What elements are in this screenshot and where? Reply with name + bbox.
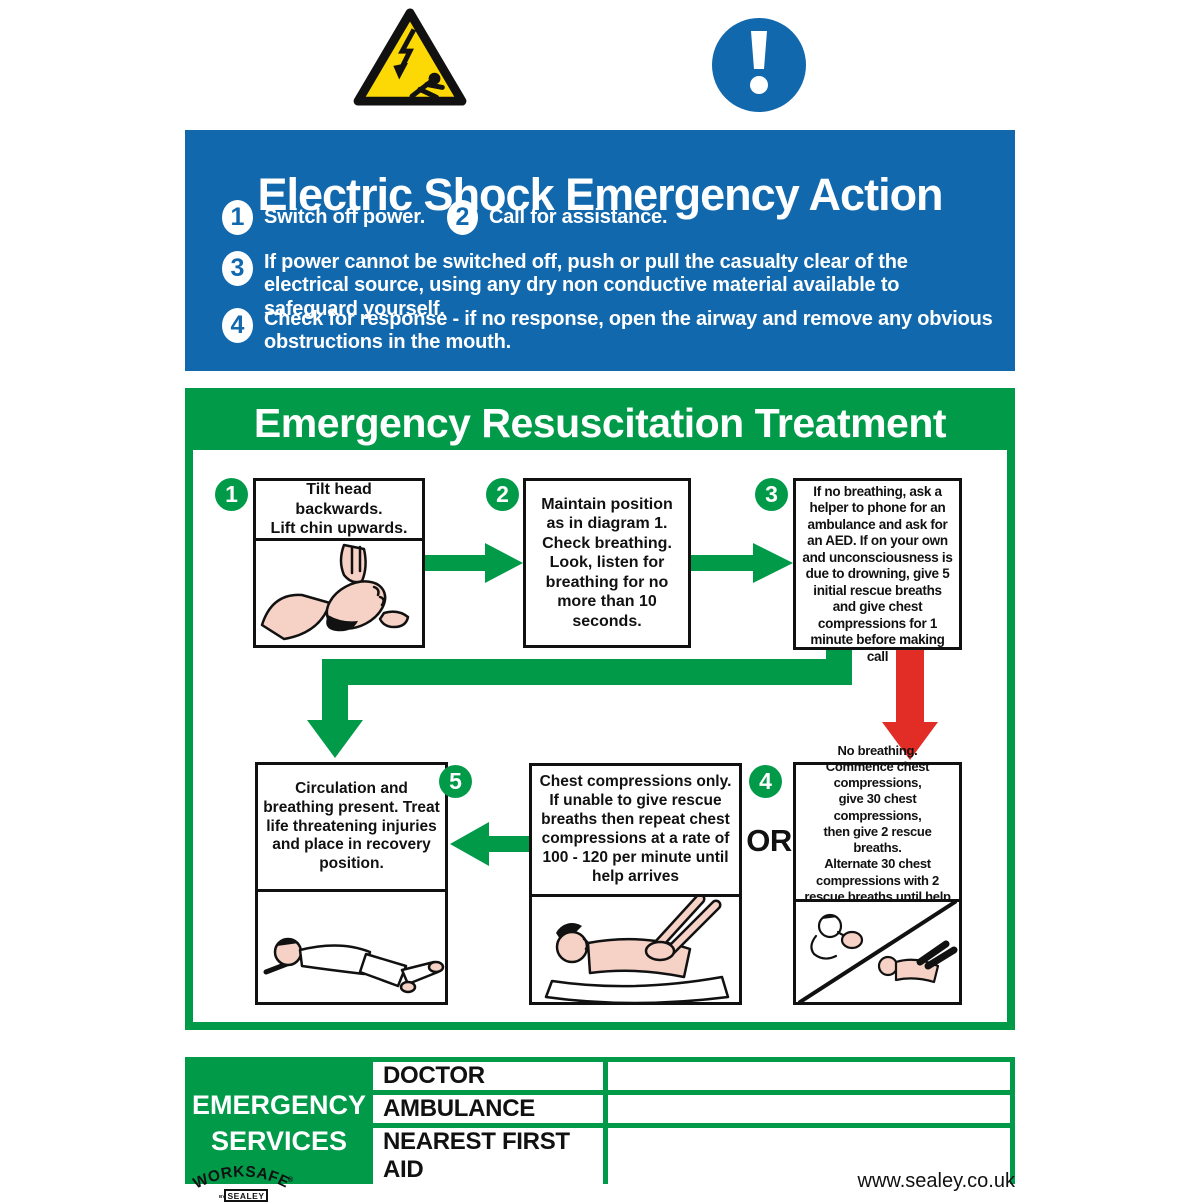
ambulance-value-field [608, 1095, 1010, 1123]
flow-box-compressions-only: Chest compressions only. If unable to gi… [529, 763, 742, 1005]
flow-box-5-caption: Chest compressions only. If unable to gi… [539, 773, 732, 885]
step-3-badge: 3 [222, 251, 253, 286]
flow-step-1-badge: 1 [215, 478, 248, 511]
flow-box-1-caption: Tilt head backwards. Lift chin upwards. [270, 481, 408, 538]
resuscitation-panel-title: Emergency Resuscitation Treatment [193, 396, 1007, 450]
services-header: EMERGENCY SERVICES [191, 1089, 367, 1156]
flow-box-recovery-position: Circulation and breathing present. Treat… [255, 762, 448, 1005]
electric-shock-action-panel: Electric Shock Emergency Action 1 Switch… [185, 130, 1015, 371]
action-step-4: 4 Check for response - if no response, o… [222, 308, 997, 355]
step-1-text: Switch off power. [264, 205, 426, 228]
flow-box-call-ambulance: If no breathing, ask a helper to phone f… [793, 478, 962, 664]
flow-box-3-caption: If no breathing, ask a helper to phone f… [802, 484, 953, 664]
flow-box-no-breathing: No breathing. Commence chest compression… [793, 742, 962, 1005]
worksafe-brand-text: WORKSAFE [192, 1163, 292, 1192]
step-3-text: If power cannot be switched off, push or… [264, 251, 908, 320]
action-step-2: 2 Call for assistance. [447, 200, 668, 235]
head-tilt-illustration [256, 538, 422, 645]
arrow-no-breathing-head [882, 722, 938, 760]
svg-text:WORKSAFE: WORKSAFE [192, 1163, 292, 1192]
flow-connectors [307, 543, 938, 866]
rescue-breaths-and-compressions-illustration [796, 899, 959, 1002]
doctor-label: DOCTOR [373, 1062, 603, 1090]
chest-compressions-illustration [532, 894, 739, 1002]
or-label: OR [746, 823, 792, 858]
arrow-step2-to-step3 [691, 543, 793, 583]
flow-step-4-badge: 4 [749, 765, 782, 798]
ambulance-label: AMBULANCE [373, 1095, 603, 1123]
registered-mark: ® [288, 1176, 294, 1184]
recovery-position-illustration [258, 889, 445, 1002]
sealey-brand-text: SEALEY [227, 1191, 264, 1201]
arrow-breathing-present-elbow [322, 648, 852, 724]
flow-box-4-caption: No breathing. Commence chest compression… [804, 742, 951, 921]
flow-box-2-caption: Maintain position as in diagram 1. Check… [541, 495, 673, 630]
arrow-breathing-present-head [307, 720, 363, 758]
nearest-first-aid-value-field [608, 1128, 1010, 1184]
flow-box-head-tilt: Tilt head backwards. Lift chin upwards. [253, 478, 425, 648]
step-4-badge: 4 [222, 308, 253, 343]
by-text: BY [219, 1194, 225, 1199]
arrow-no-breathing-shaft [896, 648, 924, 724]
flow-step-5-badge: 5 [439, 765, 472, 798]
doctor-value-field [608, 1062, 1010, 1090]
arrow-step5-to-recovery [450, 822, 529, 866]
nearest-first-aid-label: NEAREST FIRST AID [373, 1128, 603, 1184]
arrow-step1-to-step2 [425, 543, 523, 583]
worksafe-sealey-logo: WORKSAFE ® BY SEALEY [192, 1163, 294, 1202]
step-4-text: Check for response - if no response, ope… [264, 308, 993, 354]
flow-step-3-badge: 3 [755, 478, 788, 511]
step-2-text: Call for assistance. [489, 205, 668, 228]
step-1-badge: 1 [222, 200, 253, 235]
mandatory-exclamation-icon [712, 18, 806, 112]
emergency-services-table: EMERGENCY SERVICES DOCTOR AMBULANCE NEAR… [185, 1057, 1015, 1184]
resuscitation-flowchart: 1 Tilt head backwards. Lift chin upwards… [193, 450, 1007, 1022]
flow-step-2-badge: 2 [486, 478, 519, 511]
action-step-3: 3 If power cannot be switched off, push … [222, 251, 997, 321]
action-panel-title: Electric Shock Emergency Action [257, 169, 943, 221]
recovery-box-caption: Circulation and breathing present. Treat… [263, 779, 440, 873]
resuscitation-panel: Emergency Resuscitation Treatment 1 Tilt… [185, 388, 1015, 1030]
step-2-badge: 2 [447, 200, 478, 235]
electric-shock-warning-icon [353, 8, 467, 106]
flow-box-check-breathing: Maintain position as in diagram 1. Check… [523, 478, 691, 648]
website-url: www.sealey.co.uk [857, 1170, 1015, 1192]
action-step-1: 1 Switch off power. [222, 200, 425, 235]
